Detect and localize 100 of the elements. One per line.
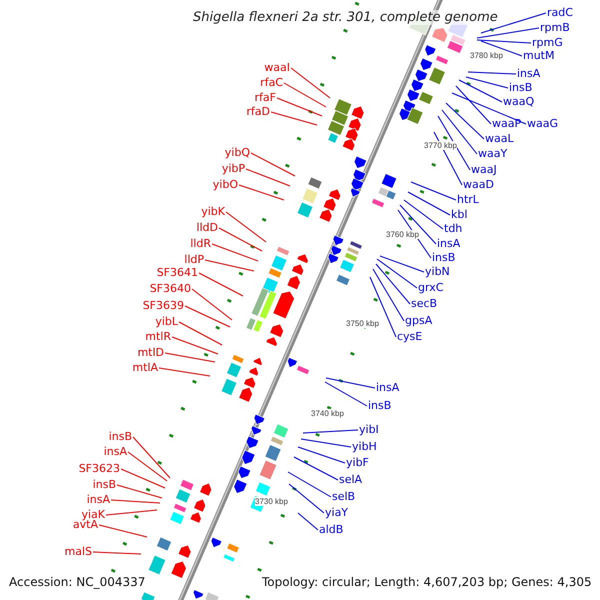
leader-line	[226, 212, 266, 242]
gene-label: yibK	[201, 205, 225, 218]
gene-label: insB	[432, 251, 456, 264]
leader-line	[468, 72, 516, 74]
gene-label: insA	[437, 237, 460, 250]
gene-label: waaI	[264, 61, 290, 74]
gene-label: insB	[368, 399, 392, 412]
leader-line	[400, 204, 436, 244]
leader-line	[128, 452, 168, 482]
scale-label: 3770 kbp	[424, 141, 457, 150]
gene-label: insB	[108, 430, 132, 443]
leader-line	[456, 86, 492, 124]
leader-line	[276, 98, 322, 116]
gene-label: insA	[376, 381, 400, 394]
leader-line	[466, 76, 508, 88]
leader-line	[284, 82, 326, 108]
gene-label: rfaD	[246, 105, 270, 118]
leader-line	[476, 28, 540, 38]
gene-label: waaQ	[503, 95, 534, 108]
gene-label: yibF	[346, 456, 369, 469]
gene-label: rpmG	[532, 36, 563, 49]
leader-line	[480, 40, 522, 56]
topology-text: Topology: circular; Length: 4,607,203 bp; Genes: 4,305	[262, 575, 592, 589]
gene-label: SF3623	[78, 462, 120, 475]
gene-label: selA	[339, 473, 362, 486]
leader-line	[458, 80, 502, 102]
leader-line	[298, 446, 346, 464]
gene-label: waaL	[485, 132, 514, 145]
gene-label: rfaC	[260, 76, 283, 89]
leader-line	[290, 68, 330, 98]
gene-label: waaG	[527, 117, 558, 130]
gene-label: aldB	[319, 523, 344, 536]
leader-line	[446, 102, 484, 140]
gene-label: yibN	[425, 265, 450, 278]
leader-line	[380, 256, 424, 272]
gene-label: gpsA	[405, 314, 432, 327]
gene-label: waaY	[478, 147, 508, 160]
leader-line	[410, 182, 456, 200]
leader-line	[204, 260, 254, 272]
leader-line	[106, 510, 158, 516]
gene-label: lldD	[196, 221, 218, 234]
title: Shigella flexneri 2a str. 301, complete genome	[193, 10, 498, 25]
leader-line	[172, 336, 218, 354]
leader-line	[212, 244, 258, 262]
leader-line	[120, 468, 166, 488]
gene-label: secB	[411, 297, 438, 310]
leader-line	[198, 272, 244, 296]
leader-line	[92, 552, 142, 554]
leader-line	[238, 184, 284, 200]
leader-line	[288, 472, 332, 498]
leader-line	[376, 258, 418, 288]
leader-line	[250, 152, 296, 176]
leader-line	[116, 484, 162, 498]
gene-label: mtlD	[137, 346, 164, 359]
leader-line	[158, 368, 210, 376]
gene-label: selB	[332, 490, 356, 503]
leader-line	[452, 92, 526, 124]
scale-label: 3760 kbp	[386, 230, 419, 239]
gene-label: SF3639	[142, 299, 184, 312]
scale-label: 3780 kbp	[470, 51, 503, 60]
leader-line	[192, 288, 232, 320]
scale-label: 3750 kbp	[346, 319, 379, 328]
leader-line	[270, 112, 318, 126]
gene-label: insA	[86, 493, 110, 506]
gene-label: waaP	[492, 117, 522, 130]
gene-label: yibL	[155, 315, 178, 328]
gene-label: waaD	[463, 178, 494, 191]
leader-line	[480, 12, 546, 34]
gene-label: mtlR	[145, 330, 171, 343]
leader-line	[370, 276, 396, 338]
leader-line	[294, 456, 338, 480]
gene-label: mtlA	[132, 361, 158, 374]
gene-label: waaJ	[471, 163, 497, 176]
gene-label: kbl	[451, 208, 468, 221]
leader-line	[438, 116, 470, 170]
scale-label: 3740 kbp	[311, 409, 344, 418]
leader-line	[164, 352, 216, 362]
gene-label: insA	[517, 67, 540, 80]
accession-text: Accession: NC_004337	[9, 575, 146, 589]
leader-line	[408, 192, 450, 216]
leader-line	[288, 484, 324, 514]
gene-label: insB	[509, 81, 532, 94]
gene-label: tdh	[444, 222, 462, 235]
gene-label: yiaK	[81, 508, 105, 521]
gene-label: yibQ	[224, 146, 250, 159]
leader-line	[132, 436, 170, 478]
gene-label: insB	[92, 478, 116, 491]
gene-label: yiaY	[325, 506, 348, 519]
gene-label: mutM	[523, 49, 554, 62]
gene-label: yibH	[352, 440, 377, 453]
leader-line	[372, 268, 404, 322]
leader-line	[404, 200, 444, 230]
gene-label: grxC	[418, 281, 444, 294]
gene-label: cysE	[397, 330, 422, 343]
leader-line	[376, 264, 410, 304]
gene-label: rfaF	[254, 91, 276, 104]
leader-line	[442, 110, 478, 154]
gene-label: radC	[547, 6, 573, 19]
gene-label: lldP	[184, 253, 204, 266]
gene-label: yibI	[359, 423, 379, 436]
